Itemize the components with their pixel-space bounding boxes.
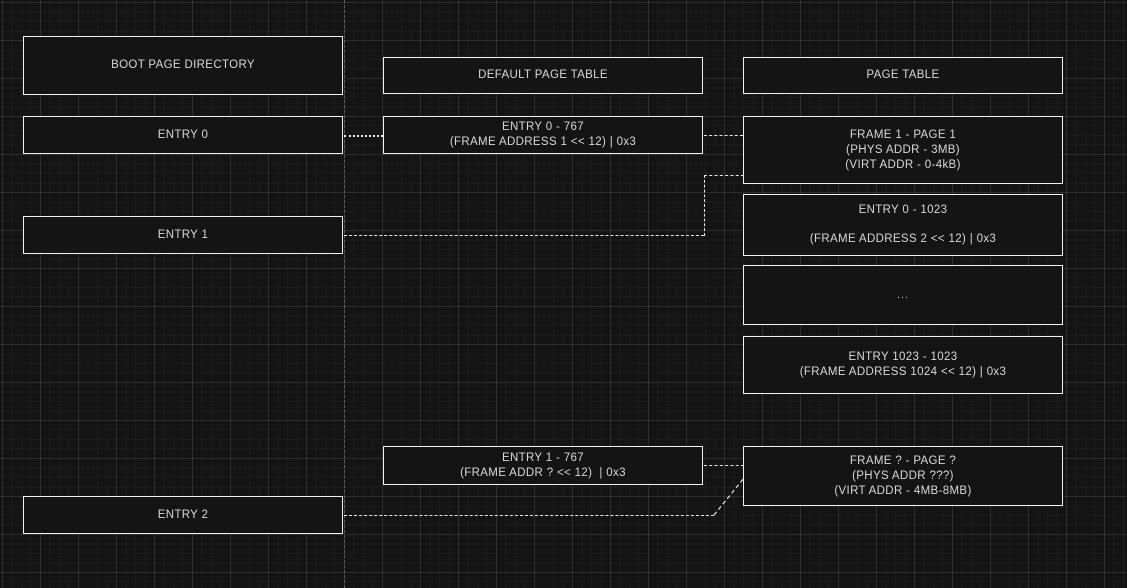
page-table-header[interactable]: PAGE TABLE [743,57,1063,94]
default-page-table-entry-0-line2: (FRAME ADDRESS 1 << 12) | 0x3 [449,136,637,148]
page-table-frame-unknown-line2: (PHYS ADDR ???) [852,469,954,482]
page-table-frame-1-line1: FRAME 1 - PAGE 1 [849,128,957,141]
page-table-entry-0[interactable]: ENTRY 0 - 1023 (FRAME ADDRESS 2 << 12) |… [743,194,1063,256]
boot-page-directory-entry-0[interactable]: ENTRY 0 [23,116,343,154]
default-page-table-header[interactable]: DEFAULT PAGE TABLE [383,57,703,94]
vertical-guide-line [344,0,345,588]
boot-page-directory-entry-1-label: ENTRY 1 [157,228,209,241]
boot-page-directory-entry-0-label: ENTRY 0 [157,128,209,141]
boot-page-directory-header-label: BOOT PAGE DIRECTORY [111,59,255,71]
page-table-entry-1023[interactable]: ENTRY 1023 - 1023 (FRAME ADDRESS 1024 <<… [743,336,1063,394]
page-table-header-label: PAGE TABLE [866,69,940,81]
default-page-table-header-label: DEFAULT PAGE TABLE [478,69,608,81]
default-page-table-entry-1[interactable]: ENTRY 1 - 767 (FRAME ADDR ? << 12) | 0x3 [383,446,703,485]
page-table-entry-1023-line2: (FRAME ADDRESS 1024 << 12) | 0x3 [799,366,1007,378]
page-table-entry-0-line2: (FRAME ADDRESS 2 << 12) | 0x3 [809,233,997,245]
page-table-frame-unknown[interactable]: FRAME ? - PAGE ? (PHYS ADDR ???) (VIRT A… [743,446,1063,506]
page-table-frame-unknown-line3: (VIRT ADDR - 4MB-8MB) [834,484,972,497]
page-table-entry-1023-line1: ENTRY 1023 - 1023 [848,351,958,363]
default-page-table-entry-0[interactable]: ENTRY 0 - 767 (FRAME ADDRESS 1 << 12) | … [383,116,703,154]
default-page-table-entry-1-line1: ENTRY 1 - 767 [501,451,585,464]
default-page-table-entry-0-line1: ENTRY 0 - 767 [501,121,585,133]
page-table-frame-1[interactable]: FRAME 1 - PAGE 1 (PHYS ADDR - 3MB) (VIRT… [743,116,1063,184]
page-table-frame-1-line3: (VIRT ADDR - 0-4kB) [845,158,961,171]
boot-page-directory-header[interactable]: BOOT PAGE DIRECTORY [23,36,343,95]
page-table-frame-1-line2: (PHYS ADDR - 3MB) [846,143,960,156]
default-page-table-entry-1-line2: (FRAME ADDR ? << 12) | 0x3 [460,466,626,479]
connector-entry2-diagonal [713,477,745,516]
page-table-entry-ellipsis-label: ... [896,288,910,301]
page-table-entry-ellipsis[interactable]: ... [743,265,1063,325]
page-table-frame-unknown-line1: FRAME ? - PAGE ? [849,454,957,467]
page-table-entry-0-line1: ENTRY 0 - 1023 [858,204,948,216]
boot-page-directory-entry-2-label: ENTRY 2 [157,508,209,521]
boot-page-directory-entry-1[interactable]: ENTRY 1 [23,216,343,254]
boot-page-directory-entry-2[interactable]: ENTRY 2 [23,496,343,534]
